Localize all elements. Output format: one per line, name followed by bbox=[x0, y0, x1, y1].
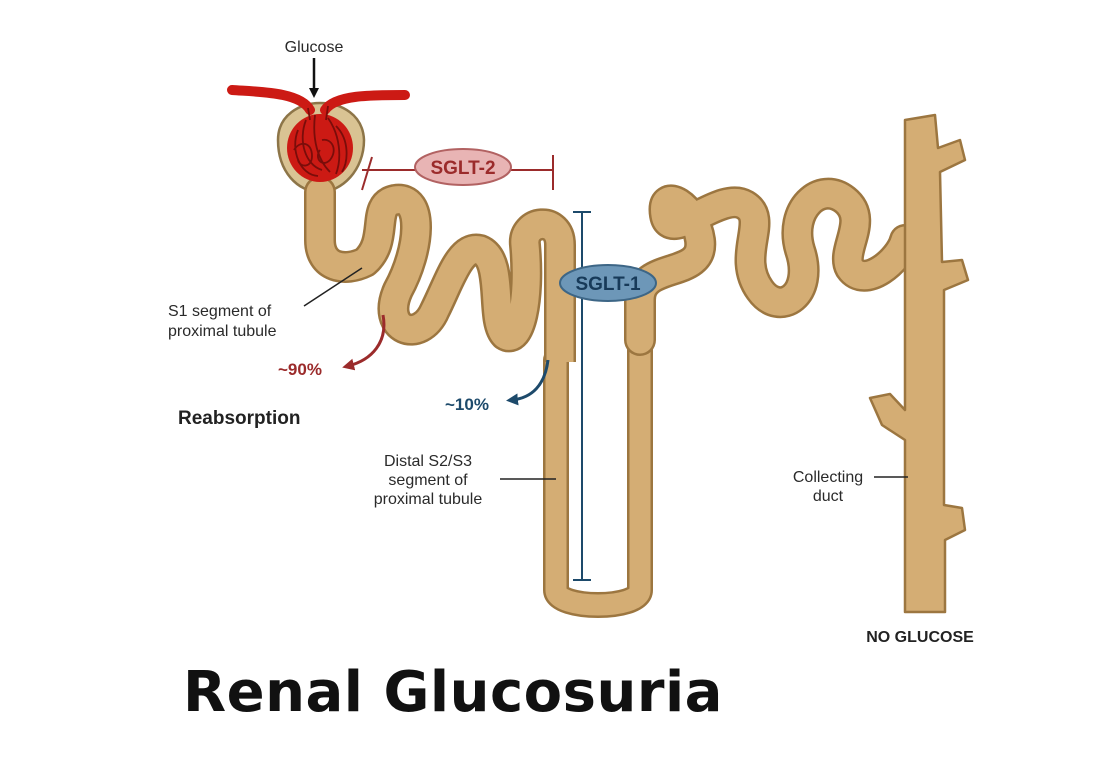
glucose-label: Glucose bbox=[285, 39, 344, 56]
no-glucose-label: NO GLUCOSE bbox=[866, 629, 974, 646]
pct10-label: ~10% bbox=[445, 395, 489, 414]
s1-label-line1: S1 segment of bbox=[168, 303, 272, 320]
sglt2-label: SGLT-2 bbox=[430, 158, 495, 179]
loop-of-henle bbox=[543, 300, 653, 618]
collecting-label-line1: Collecting bbox=[793, 469, 863, 486]
s1-leader-line bbox=[303, 267, 363, 307]
sglt1-label: SGLT-1 bbox=[575, 274, 641, 295]
reabsorption-90-arrow bbox=[342, 314, 386, 371]
s1-label-line2: proximal tubule bbox=[168, 323, 277, 340]
sglt1-badge bbox=[559, 264, 657, 302]
proximal-tubule bbox=[304, 176, 576, 361]
distal-label-line2: segment of bbox=[388, 472, 468, 489]
distal-label-line3: proximal tubule bbox=[374, 491, 483, 508]
sglt2-badge bbox=[414, 148, 512, 186]
reabsorption-label: Reabsorption bbox=[178, 408, 300, 429]
distal-label-line1: Distal S2/S3 bbox=[384, 453, 472, 470]
glomerulus bbox=[227, 85, 410, 182]
reabsorption-10-arrow bbox=[506, 359, 550, 406]
collecting-label-line2: duct bbox=[813, 488, 844, 505]
slide-title: Renal Glucosuria bbox=[183, 660, 723, 725]
pct90-label: ~90% bbox=[278, 360, 322, 379]
collecting-duct bbox=[868, 113, 970, 614]
distal-tubule bbox=[624, 177, 921, 356]
